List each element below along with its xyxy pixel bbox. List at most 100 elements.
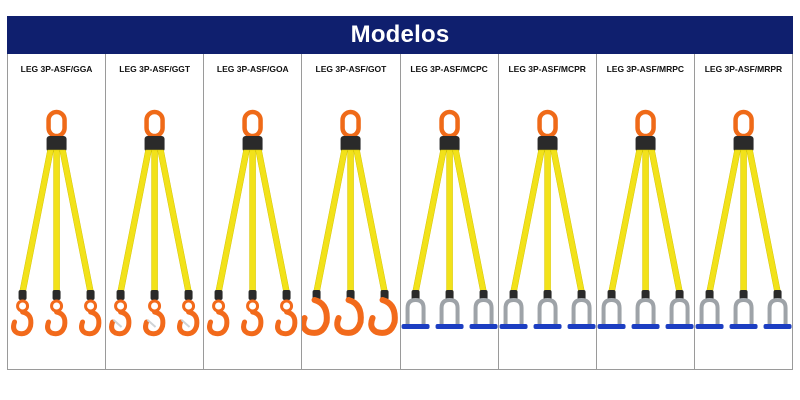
sling-illustration <box>11 109 102 337</box>
bow-shackle-icon <box>503 297 524 326</box>
sling-group <box>207 109 298 337</box>
swivel-eye-icon <box>212 299 226 313</box>
shackle-pin-icon <box>763 324 792 329</box>
strap-leg <box>249 149 257 293</box>
swivel-hook-icon <box>11 309 34 337</box>
models-header: Modelos <box>7 16 793 54</box>
top-ferrule-icon <box>733 136 754 152</box>
strap-leg <box>706 149 741 293</box>
strap-leg <box>255 149 291 293</box>
model-column: LEG 3P-ASF/MCPR <box>497 54 596 369</box>
sling-hook-icon <box>334 297 365 336</box>
master-ring-icon <box>340 109 362 139</box>
sling-group <box>695 109 792 329</box>
bow-shackle-icon <box>473 297 494 326</box>
leg-ferrule-icon <box>577 290 586 300</box>
strap-leg <box>157 149 192 293</box>
swivel-eye-icon <box>50 299 64 313</box>
shackle-pin-icon <box>631 324 660 329</box>
master-ring-icon <box>46 109 67 139</box>
bow-shackle-icon <box>767 297 788 326</box>
model-column: LEG 3P-ASF/MRPC <box>595 54 694 369</box>
leg-ferrule-icon <box>675 290 684 300</box>
safety-latch-icon <box>113 319 123 328</box>
safety-hook-icon <box>109 309 132 337</box>
strap-leg <box>642 149 649 293</box>
strap-leg <box>53 149 60 293</box>
leg-ferrule-icon <box>479 290 488 300</box>
safety-latch-icon <box>181 319 191 328</box>
master-ring-icon <box>242 109 264 139</box>
master-ring-icon <box>144 109 165 139</box>
leg-ferrule-icon <box>773 290 782 300</box>
strap-leg <box>608 149 643 293</box>
bow-shackle-icon <box>601 297 622 326</box>
top-ferrule-icon <box>144 136 165 152</box>
leg-ferrule-icon <box>282 290 291 300</box>
sling-illustration <box>109 109 200 337</box>
sling-illustration <box>499 109 596 329</box>
model-label: LEG 3P-ASF/GOA <box>216 64 289 74</box>
bow-shackle-icon <box>635 297 656 326</box>
master-ring-icon <box>438 109 460 139</box>
swivel-eye-icon <box>84 299 98 313</box>
strap-leg <box>549 149 585 293</box>
leg-ferrule-icon <box>411 290 420 300</box>
leg-ferrule-icon <box>509 290 518 300</box>
bow-shackle-icon <box>669 297 690 326</box>
swivel-hook-icon <box>79 309 102 337</box>
leg-ferrule-icon <box>86 290 95 300</box>
bow-shackle-icon <box>439 297 460 326</box>
swivel-eye-icon <box>114 299 128 313</box>
leg-ferrule-icon <box>607 290 616 300</box>
bow-shackle-icon <box>537 297 558 326</box>
sling-group <box>401 109 498 329</box>
master-ring-icon <box>733 109 754 139</box>
model-label: LEG 3P-ASF/GGA <box>20 64 93 74</box>
safety-latch-icon <box>147 319 157 328</box>
strap-leg <box>509 149 545 293</box>
leg-ferrule-icon <box>116 290 125 300</box>
strap-leg <box>19 149 54 293</box>
leg-ferrule-icon <box>445 290 454 300</box>
strap-leg <box>740 149 747 293</box>
top-ferrule-icon <box>537 136 558 152</box>
shackle-pin-icon <box>665 324 694 329</box>
strap-leg <box>648 149 683 293</box>
header-title: Modelos <box>350 21 450 48</box>
bow-shackle-icon <box>733 297 754 326</box>
eye-hook-icon <box>207 309 230 337</box>
shackle-pin-icon <box>499 324 528 329</box>
shackle-pin-icon <box>435 324 464 329</box>
model-label: LEG 3P-ASF/MCPR <box>508 64 586 74</box>
model-label: LEG 3P-ASF/GOT <box>315 64 387 74</box>
shackle-pin-icon <box>469 324 498 329</box>
strap-leg <box>411 149 447 293</box>
top-ferrule-icon <box>46 136 67 152</box>
sling-group <box>499 109 596 329</box>
leg-ferrule-icon <box>184 290 193 300</box>
leg-ferrule-icon <box>543 290 552 300</box>
leg-ferrule-icon <box>18 290 27 300</box>
shackle-pin-icon <box>567 324 596 329</box>
model-column: LEG 3P-ASF/MCPC <box>399 54 498 369</box>
swivel-hook-icon <box>45 309 68 337</box>
sling-illustration <box>597 109 694 329</box>
sling-illustration <box>207 109 298 337</box>
swivel-eye-icon <box>246 299 260 313</box>
strap-leg <box>543 149 551 293</box>
strap-leg <box>746 149 781 293</box>
model-label: LEG 3P-ASF/GGT <box>119 64 191 74</box>
leg-ferrule-icon <box>739 290 748 300</box>
shackle-pin-icon <box>597 324 626 329</box>
sling-illustration <box>401 109 498 329</box>
strap-leg <box>353 149 389 293</box>
bow-shackle-icon <box>405 297 426 326</box>
sling-hook-icon <box>368 297 399 336</box>
strap-leg <box>215 149 251 293</box>
bow-shackle-icon <box>699 297 720 326</box>
bow-shackle-icon <box>571 297 592 326</box>
leg-ferrule-icon <box>214 290 223 300</box>
eye-hook-icon <box>275 309 298 337</box>
top-ferrule-icon <box>340 136 361 152</box>
